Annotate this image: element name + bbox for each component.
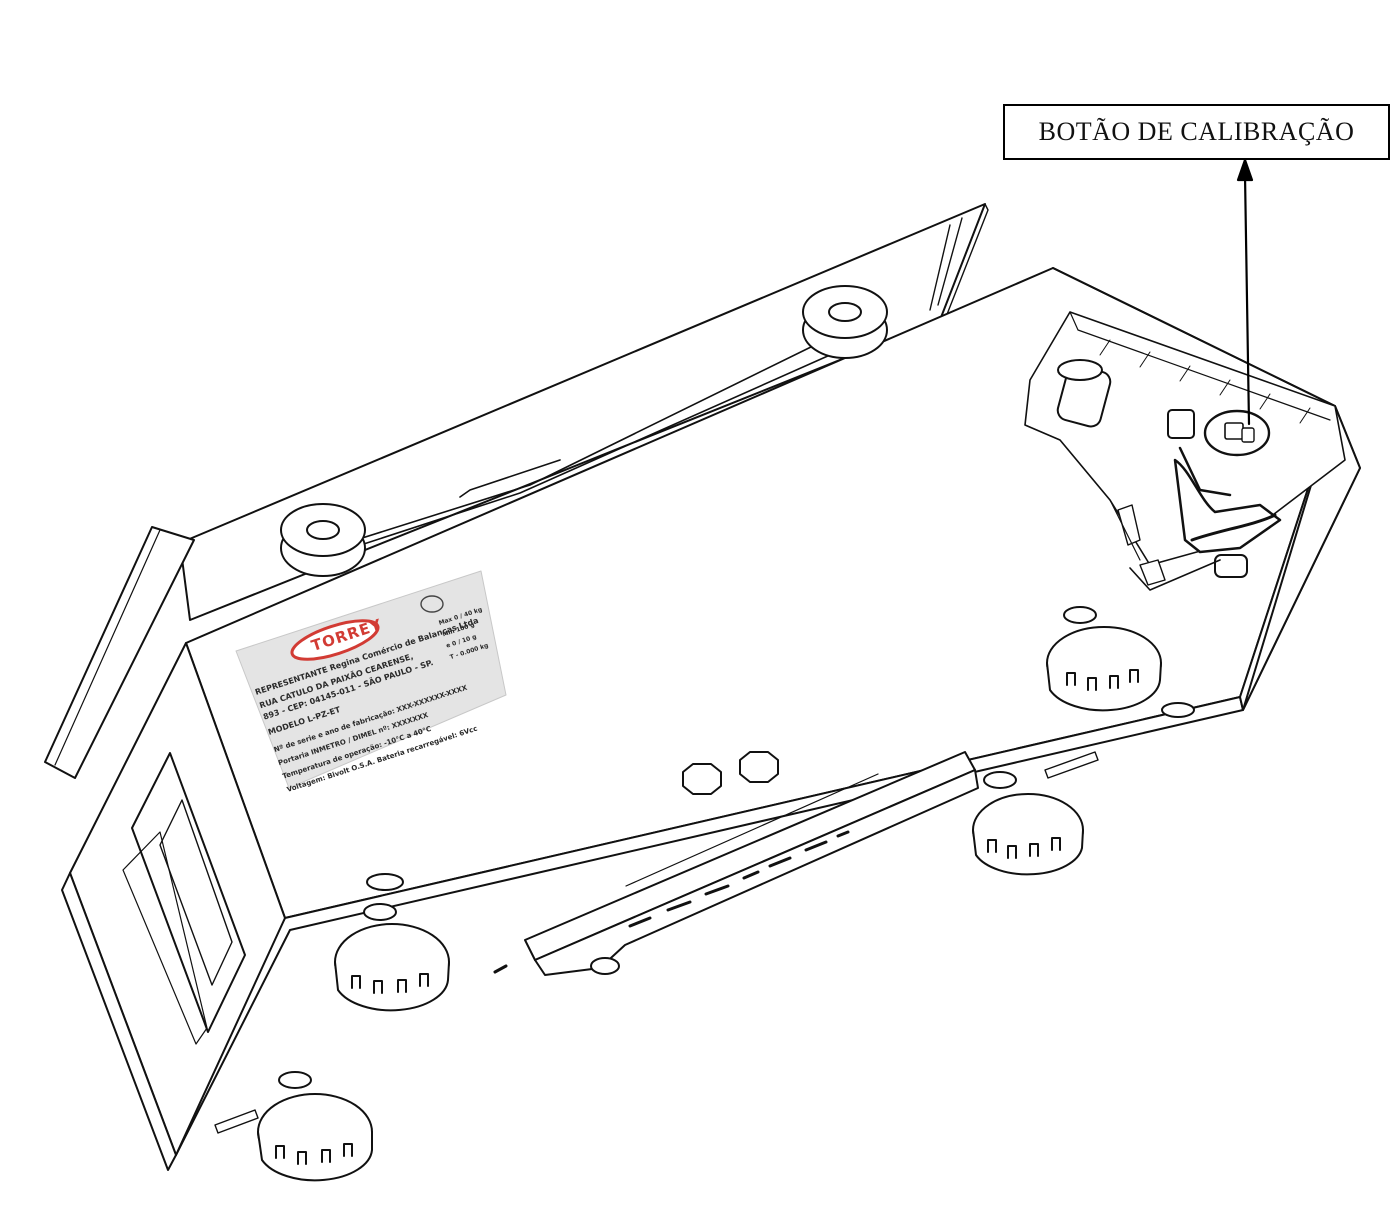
calibration-button-callout: BOTÃO DE CALIBRAÇÃO [1003, 104, 1390, 160]
foot-left-bottom [257, 1071, 373, 1182]
foot-right-bottom [972, 771, 1084, 876]
open-lid [179, 203, 989, 621]
lid-side-flap [44, 526, 195, 779]
callout-label: BOTÃO DE CALIBRAÇÃO [1038, 117, 1355, 146]
battery-cover [493, 751, 979, 976]
lid-foot-right [802, 285, 888, 359]
calibration-button [1224, 422, 1255, 443]
bump-1 [366, 873, 404, 891]
lid-foot-left [280, 503, 366, 577]
foot-left-top [334, 903, 450, 1012]
display-window [122, 752, 246, 1045]
edge-strip-left [214, 1109, 259, 1134]
calibration-button-highlight [1203, 409, 1271, 457]
foot-right-top [1046, 606, 1162, 712]
callout-arrow [1236, 158, 1254, 426]
electronics-compartment [1024, 311, 1346, 591]
bump-2 [1161, 702, 1195, 718]
edge-strip [1044, 751, 1099, 779]
label-plate [235, 570, 507, 789]
hex-nuts [682, 751, 779, 795]
